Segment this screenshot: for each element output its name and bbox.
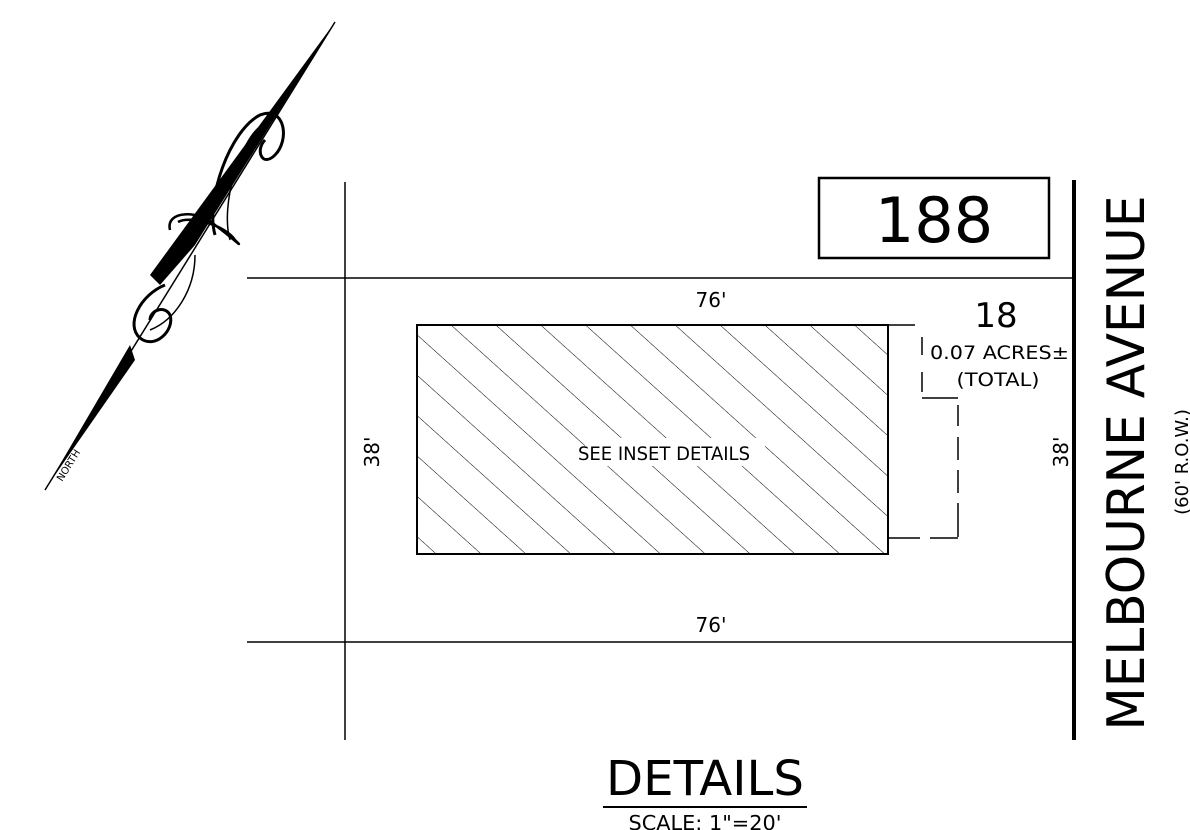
scale-label: SCALE: 1"=20' (629, 811, 782, 830)
dimension-left: 38' (360, 437, 384, 468)
dimension-bottom: 76' (696, 613, 727, 637)
parcel-area-note: (TOTAL) (957, 369, 1040, 391)
parcel-center-label: SEE INSET DETAILS (578, 443, 750, 465)
dimension-top: 76' (696, 288, 727, 312)
street-name: MELBOURNE AVENUE (1097, 196, 1157, 731)
dimension-right: 38' (1049, 437, 1073, 468)
parcel-area: SEE INSET DETAILS (416, 324, 889, 555)
lot-lines (247, 182, 1072, 740)
parcel-area-label: 0.07 ACRES± (930, 342, 1069, 364)
parcel-leader (888, 324, 959, 539)
lot-number-box: 188 (817, 176, 1051, 260)
north-arrow-icon: NORTH (44, 21, 336, 491)
lot-number: 188 (875, 184, 993, 257)
street-row: (60' R.O.W.) (1172, 409, 1190, 515)
parcel-number: 18 (974, 296, 1017, 336)
drawing-title: DETAILS SCALE: 1"=20' (603, 751, 807, 830)
title-text: DETAILS (606, 751, 804, 807)
